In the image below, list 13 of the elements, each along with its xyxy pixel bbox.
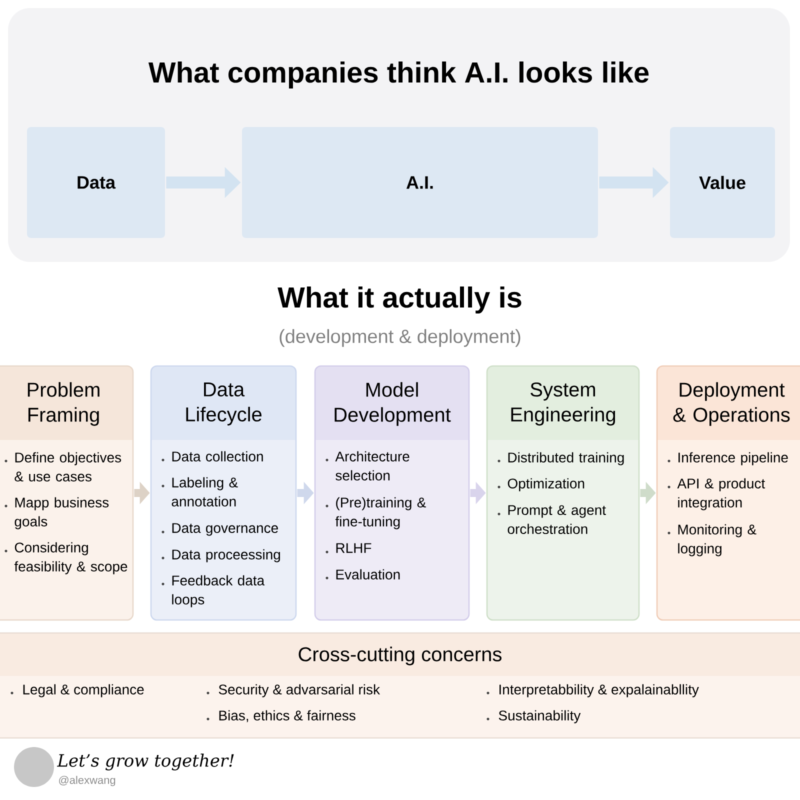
process-box: Value	[670, 127, 775, 238]
stage-card: System Engineering Distributed training Optimization Prompt & agent orchestration	[486, 365, 640, 621]
process-box: A.I.	[242, 127, 598, 238]
stage-card: Deployment & Operations Inference pipeline API & product integration Monitoring & logging	[656, 365, 800, 621]
section-title: What it actually is	[278, 286, 522, 314]
concerns-band: Cross-cutting concerns Legal & compliance Security & advarsarial risk Interpretabbility & expalainabllity Bias, ethics & fairness Sustainability	[0, 632, 800, 739]
stage-card: Problem Framing Define objectives & use cases Mapp business goals Considering feasibility & scope	[0, 365, 134, 621]
signature-text: Let’s grow together!	[56, 754, 234, 770]
stage-card: Data Lifecycle Data collection Labeling & annotation Data governance Data proceessing Feedback data loops	[150, 365, 297, 621]
handle-text: @alexwang	[59, 776, 116, 786]
stage-card: Model Development Architecture selection (Pre)training & fine-tuning RLHF Evaluation	[314, 365, 470, 621]
process-box: Data	[27, 127, 165, 238]
subtitle: (development & deployment)	[280, 329, 520, 347]
